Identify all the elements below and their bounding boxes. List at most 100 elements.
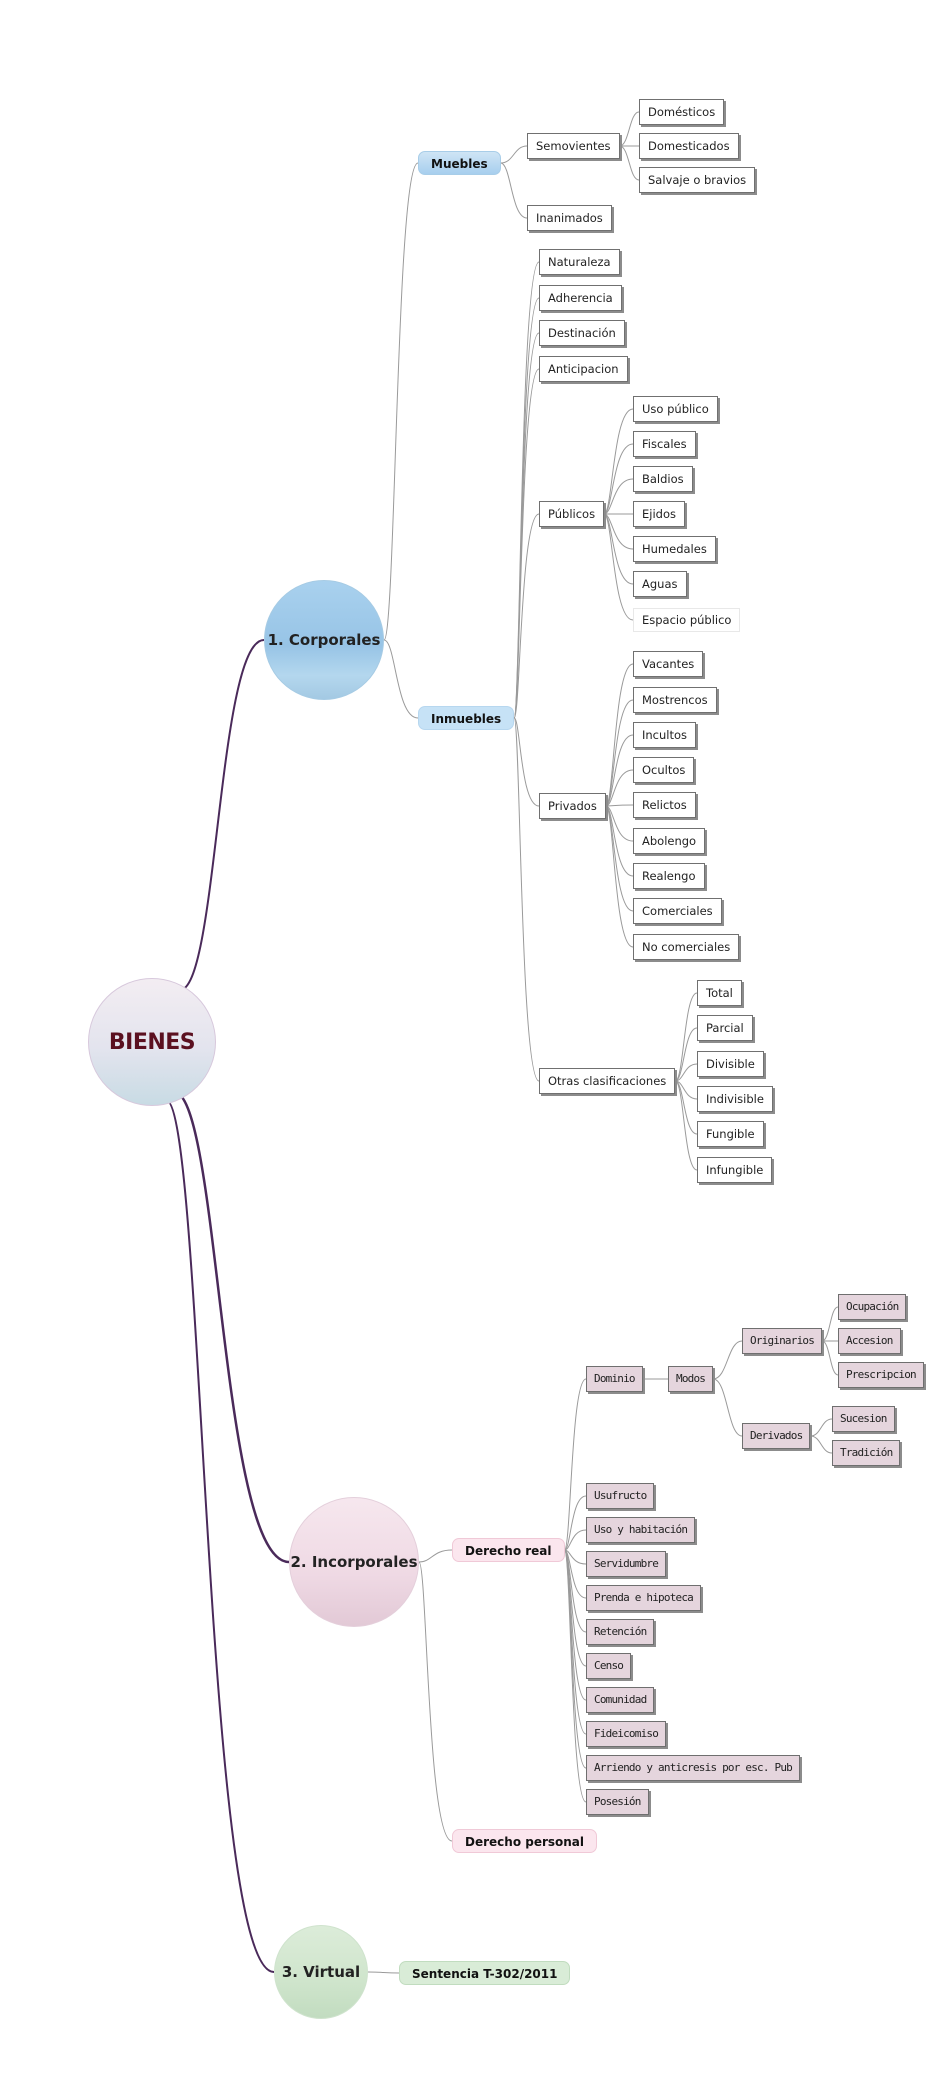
connector-6 bbox=[500, 162, 528, 219]
muebles-node[interactable]: Muebles bbox=[418, 151, 501, 175]
connector-58 bbox=[810, 1418, 833, 1437]
accesion-node[interactable]: Accesion bbox=[838, 1328, 901, 1354]
incultos-node[interactable]: Incultos bbox=[633, 722, 697, 748]
connector-10 bbox=[513, 261, 540, 719]
mostrencos-node[interactable]: Mostrencos bbox=[633, 687, 717, 713]
connector-47 bbox=[564, 1549, 587, 1667]
fungible-node[interactable]: Fungible bbox=[697, 1121, 764, 1147]
comerciales-node[interactable]: Comerciales bbox=[633, 898, 722, 924]
connector-41 bbox=[564, 1378, 587, 1551]
connector-21 bbox=[603, 513, 634, 550]
incorporales-node[interactable]: 2. Incorporales bbox=[289, 1497, 419, 1627]
modos-node[interactable]: Modos bbox=[668, 1366, 714, 1392]
connector-13 bbox=[513, 368, 540, 719]
sucesion-node[interactable]: Sucesion bbox=[832, 1406, 895, 1432]
domesticados-node[interactable]: Domesticados bbox=[639, 133, 739, 159]
connector-55 bbox=[821, 1306, 839, 1342]
naturaleza-node[interactable]: Naturaleza bbox=[539, 249, 620, 275]
connector-17 bbox=[603, 408, 634, 515]
connector-60 bbox=[367, 1971, 400, 1974]
uso-publico-node[interactable]: Uso público bbox=[633, 396, 718, 422]
connector-50 bbox=[564, 1549, 587, 1769]
connector-54 bbox=[712, 1378, 743, 1437]
indivisible-node[interactable]: Indivisible bbox=[697, 1086, 773, 1112]
connector-1 bbox=[173, 1090, 290, 1564]
domesticos-node[interactable]: Domésticos bbox=[639, 99, 725, 125]
aguas-node[interactable]: Aguas bbox=[633, 571, 687, 597]
usufructo-node[interactable]: Usufructo bbox=[586, 1483, 655, 1509]
humedales-node[interactable]: Humedales bbox=[633, 536, 716, 562]
realengo-node[interactable]: Realengo bbox=[633, 863, 705, 889]
connector-26 bbox=[605, 734, 634, 807]
ocultos-node[interactable]: Ocultos bbox=[633, 757, 695, 783]
otras-clasificaciones-node[interactable]: Otras clasificaciones bbox=[539, 1068, 676, 1094]
prescripcion-node[interactable]: Prescripcion bbox=[838, 1362, 924, 1388]
root-node[interactable]: BIENES bbox=[88, 978, 216, 1106]
baldios-node[interactable]: Baldios bbox=[633, 466, 693, 492]
publicos-node[interactable]: Públicos bbox=[539, 501, 605, 527]
anticipacion-node[interactable]: Anticipacion bbox=[539, 356, 628, 382]
abolengo-node[interactable]: Abolengo bbox=[633, 828, 706, 854]
inmuebles-node[interactable]: Inmuebles bbox=[418, 706, 515, 730]
salvaje-node[interactable]: Salvaje o bravios bbox=[639, 167, 756, 193]
parcial-node[interactable]: Parcial bbox=[697, 1015, 753, 1041]
derivados-node[interactable]: Derivados bbox=[742, 1423, 811, 1449]
connector-46 bbox=[564, 1549, 587, 1633]
connector-39 bbox=[418, 1549, 453, 1563]
privados-node[interactable]: Privados bbox=[539, 793, 606, 819]
sentencia-node[interactable]: Sentencia T-302/2011 bbox=[399, 1961, 571, 1985]
connector-5 bbox=[500, 145, 528, 164]
total-node[interactable]: Total bbox=[697, 980, 742, 1006]
tradicion-node[interactable]: Tradición bbox=[832, 1440, 901, 1466]
censo-node[interactable]: Censo bbox=[586, 1653, 632, 1679]
connector-25 bbox=[605, 699, 634, 807]
adherencia-node[interactable]: Adherencia bbox=[539, 285, 622, 311]
comunidad-node[interactable]: Comunidad bbox=[586, 1687, 655, 1713]
connector-40 bbox=[418, 1561, 453, 1842]
connector-43 bbox=[564, 1529, 587, 1551]
corporales-node[interactable]: 1. Corporales bbox=[264, 580, 384, 700]
connector-51 bbox=[564, 1549, 587, 1803]
connector-24 bbox=[605, 663, 634, 807]
fideicomiso-node[interactable]: Fideicomiso bbox=[586, 1721, 667, 1747]
inanimados-node[interactable]: Inanimados bbox=[527, 205, 612, 231]
posesion-node[interactable]: Posesión bbox=[586, 1789, 649, 1815]
connector-30 bbox=[605, 805, 634, 877]
fiscales-node[interactable]: Fiscales bbox=[633, 431, 696, 457]
derecho-real-node[interactable]: Derecho real bbox=[452, 1538, 565, 1562]
no-comerciales-node[interactable]: No comerciales bbox=[633, 934, 740, 960]
connector-53 bbox=[713, 1340, 743, 1380]
connector-35 bbox=[675, 1063, 698, 1082]
destinacion-node[interactable]: Destinación bbox=[539, 320, 625, 346]
connector-12 bbox=[513, 332, 540, 719]
uso-habitacion-node[interactable]: Uso y habitación bbox=[586, 1517, 696, 1543]
connector-49 bbox=[564, 1549, 587, 1735]
servidumbre-node[interactable]: Servidumbre bbox=[586, 1551, 667, 1577]
infungible-node[interactable]: Infungible bbox=[697, 1157, 773, 1183]
relictos-node[interactable]: Relictos bbox=[633, 792, 696, 818]
divisible-node[interactable]: Divisible bbox=[697, 1051, 764, 1077]
connector-38 bbox=[674, 1080, 698, 1171]
virtual-node[interactable]: 3. Virtual bbox=[274, 1925, 368, 2019]
connector-48 bbox=[564, 1549, 587, 1701]
connector-0 bbox=[179, 639, 265, 991]
retencion-node[interactable]: Retención bbox=[586, 1619, 655, 1645]
connector-42 bbox=[564, 1495, 587, 1551]
connector-44 bbox=[564, 1549, 587, 1565]
prenda-hipoteca-node[interactable]: Prenda e hipoteca bbox=[586, 1585, 701, 1611]
connector-22 bbox=[603, 513, 634, 585]
arriendo-anticresis-node[interactable]: Arriendo y anticresis por esc. Pub bbox=[586, 1755, 800, 1781]
connector-36 bbox=[675, 1080, 698, 1100]
connector-4 bbox=[383, 639, 419, 719]
vacantes-node[interactable]: Vacantes bbox=[633, 651, 704, 677]
ocupacion-node[interactable]: Ocupación bbox=[838, 1294, 907, 1320]
ejidos-node[interactable]: Ejidos bbox=[633, 501, 685, 527]
connector-27 bbox=[605, 769, 634, 807]
semovientes-node[interactable]: Semovientes bbox=[527, 133, 620, 159]
espacio-publico-node[interactable]: Espacio público bbox=[633, 608, 741, 632]
connector-34 bbox=[675, 1027, 698, 1082]
derecho-personal-node[interactable]: Derecho personal bbox=[452, 1829, 598, 1853]
dominio-node[interactable]: Dominio bbox=[586, 1366, 643, 1392]
originarios-node[interactable]: Originarios bbox=[742, 1328, 823, 1354]
connector-2 bbox=[165, 1099, 275, 1973]
